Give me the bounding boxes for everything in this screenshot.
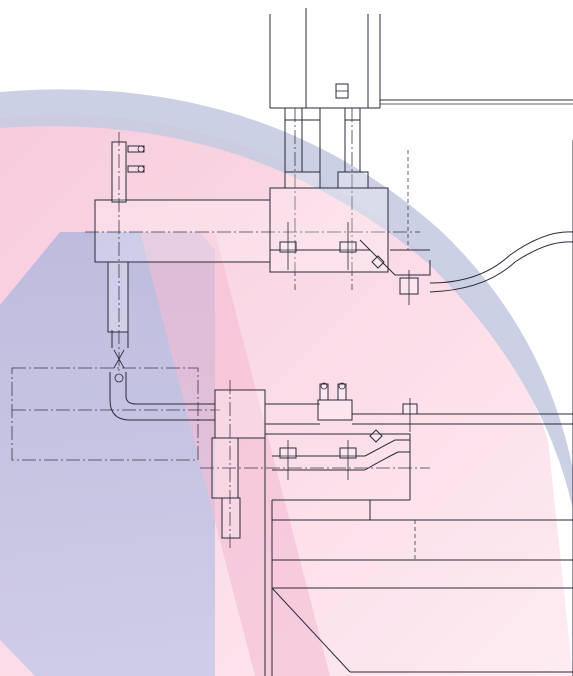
watermark-stripe-2 <box>140 232 330 676</box>
vertical-rod <box>107 132 145 372</box>
watermark-logo <box>0 89 573 676</box>
upper-arm <box>85 150 431 305</box>
watermark-arc <box>0 89 573 510</box>
watermark-stripe <box>0 232 215 676</box>
hose <box>429 231 573 293</box>
workpiece-outline <box>11 367 220 461</box>
lower-die <box>264 398 573 676</box>
upper-column <box>269 8 573 290</box>
bent-tube <box>109 349 215 421</box>
lower-clamp <box>200 380 430 548</box>
